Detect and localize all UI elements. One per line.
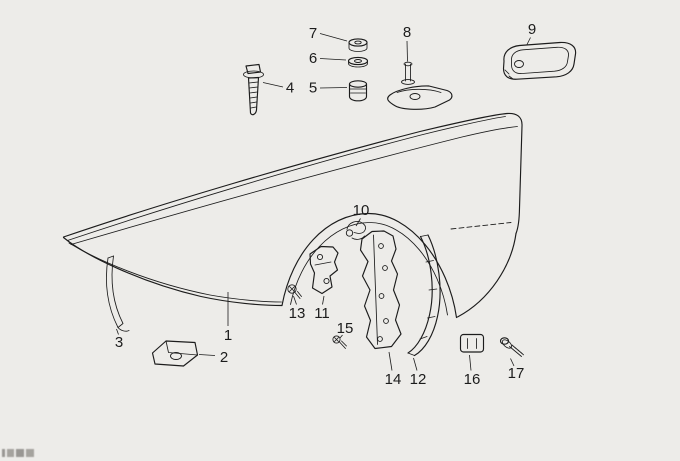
part-label-7[interactable]: 7 [309, 25, 317, 42]
part-label-16[interactable]: 16 [464, 371, 481, 388]
part-14-splash-panel [359, 230, 402, 350]
part-17-screw [499, 337, 524, 357]
part-label-9[interactable]: 9 [528, 21, 536, 38]
part-16-clip [459, 333, 485, 353]
part-1-front-fender [62, 112, 523, 319]
part-labels: 1 2 3 4 5 6 7 8 9 10 11 12 13 14 15 16 1… [115, 21, 536, 388]
part-label-3[interactable]: 3 [115, 334, 123, 351]
corner-marking [2, 449, 42, 457]
part-11-mounting-plate [309, 245, 339, 295]
part-label-14[interactable]: 14 [385, 371, 402, 388]
part-7-nut [348, 38, 368, 52]
part-10-clip [345, 221, 366, 240]
part-13-screw [287, 284, 302, 299]
part-5-grommet [348, 80, 368, 102]
part-label-10[interactable]: 10 [353, 202, 370, 219]
part-label-5[interactable]: 5 [309, 80, 317, 97]
part-12-gasket [407, 234, 441, 357]
part-label-13[interactable]: 13 [289, 305, 306, 322]
part-label-11[interactable]: 11 [314, 305, 330, 322]
part-label-8[interactable]: 8 [403, 24, 411, 41]
part-label-12[interactable]: 12 [410, 371, 427, 388]
part-label-1[interactable]: 1 [224, 327, 232, 344]
part-4-screw [243, 63, 264, 116]
part-9-cover [502, 41, 577, 80]
leader-lines [116, 33, 531, 371]
part-2-bracket [151, 340, 199, 367]
part-label-15[interactable]: 15 [337, 320, 354, 337]
part-label-2[interactable]: 2 [220, 349, 228, 366]
part-6-washer [347, 56, 369, 68]
part-label-6[interactable]: 6 [309, 50, 317, 67]
part-label-17[interactable]: 17 [508, 365, 525, 382]
part-3-trim-strip [106, 255, 130, 332]
part-label-4[interactable]: 4 [286, 80, 294, 97]
part-8-bracket [387, 61, 453, 110]
part-15-screw [332, 335, 347, 349]
